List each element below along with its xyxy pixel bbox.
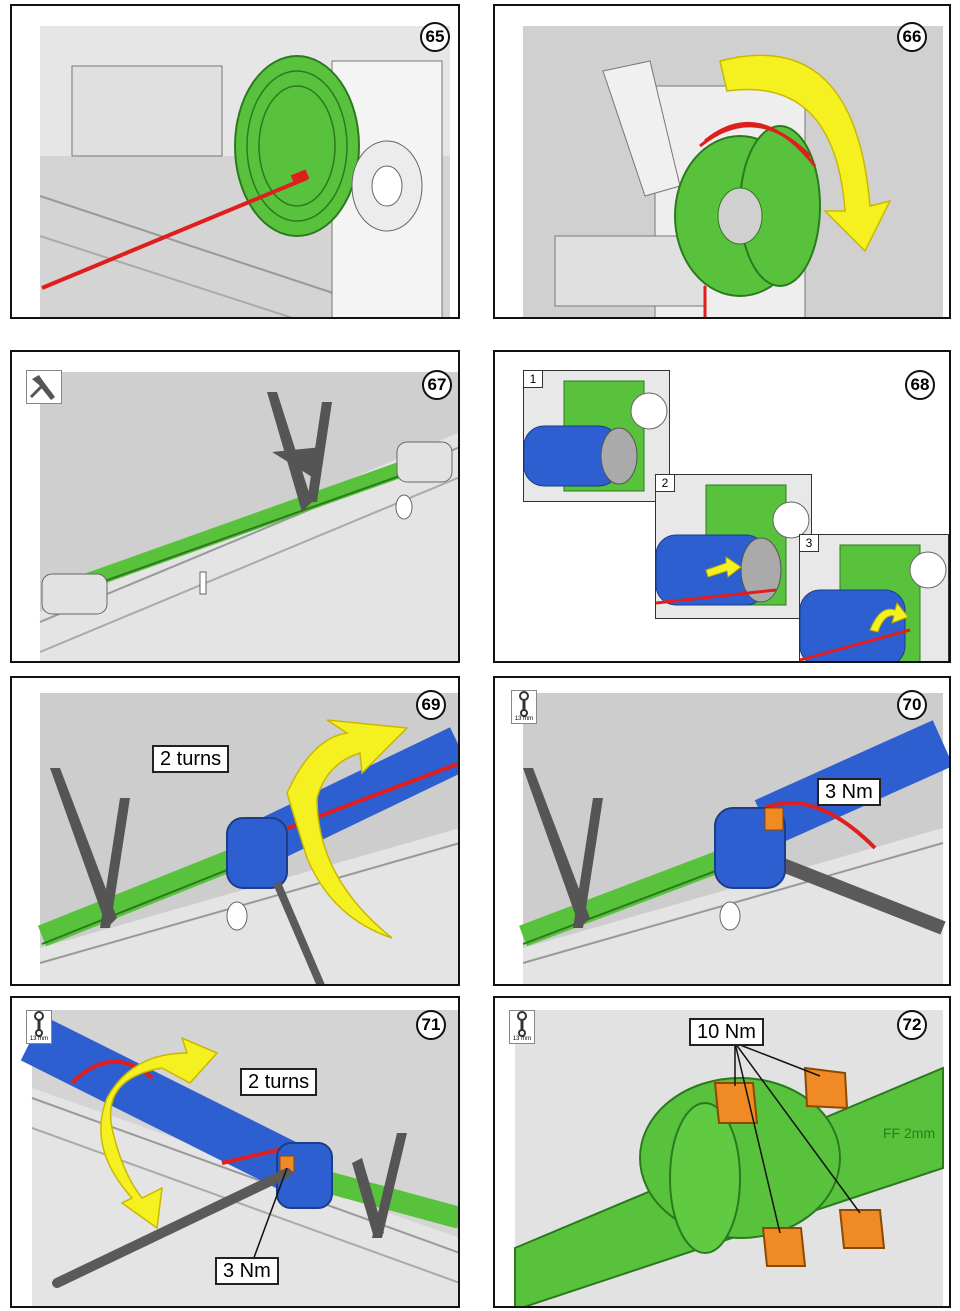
step-71-illustration (20, 1010, 458, 1306)
step-number: 70 (897, 690, 927, 720)
step-70-panel: 13 mm 3 Nm 70 (493, 676, 951, 986)
step-66-panel: 66 (493, 4, 951, 319)
step-69-illustration (37, 693, 458, 984)
step-number: 65 (420, 22, 450, 52)
substep-2: 2 (655, 474, 812, 619)
step-72-panel: FF 2mm 13 mm 10 Nm 72 (493, 996, 951, 1308)
torque-callout: 3 Nm (817, 778, 881, 806)
tool-size-label: 13 mm (29, 1036, 49, 1042)
step-number: 68 (905, 370, 935, 400)
step-65-panel: 65 (10, 4, 460, 319)
step-67-illustration (39, 372, 458, 661)
wrench-tool-icon (26, 370, 62, 404)
step-number: 67 (422, 370, 452, 400)
tool-size-label: 13 mm (512, 1036, 532, 1042)
step-69-panel: 2 turns 69 (10, 676, 460, 986)
turns-callout: 2 turns (240, 1068, 318, 1096)
step-67-panel: 67 (10, 350, 460, 663)
torque-callout: 3 Nm (215, 1257, 279, 1285)
substep-1: 1 (523, 370, 670, 502)
turns-callout: 2 turns (152, 745, 230, 773)
spanner-13mm-icon: 13 mm (511, 690, 537, 724)
tool-size-label: 13 mm (514, 716, 534, 722)
step-number: 69 (416, 690, 446, 720)
tube-marking-label: FF 2mm (883, 1125, 935, 1141)
substep-label: 2 (656, 475, 675, 492)
step-71-panel: 13 mm 2 turns 3 Nm 71 (10, 996, 460, 1308)
substep-label: 1 (524, 371, 543, 388)
step-number: 72 (897, 1010, 927, 1040)
substep-label: 3 (800, 535, 819, 552)
step-66-illustration (523, 26, 943, 317)
spanner-13mm-icon: 13 mm (509, 1010, 535, 1044)
step-70-illustration (519, 693, 949, 984)
step-number: 71 (416, 1010, 446, 1040)
spanner-13mm-icon: 13 mm (26, 1010, 52, 1044)
torque-callout: 10 Nm (689, 1018, 764, 1046)
substep-3: 3 (799, 534, 949, 661)
step-68-panel: 1 2 3 68 (493, 350, 951, 663)
step-72-illustration: FF 2mm (514, 1010, 944, 1306)
step-65-illustration (39, 26, 450, 317)
step-number: 66 (897, 22, 927, 52)
